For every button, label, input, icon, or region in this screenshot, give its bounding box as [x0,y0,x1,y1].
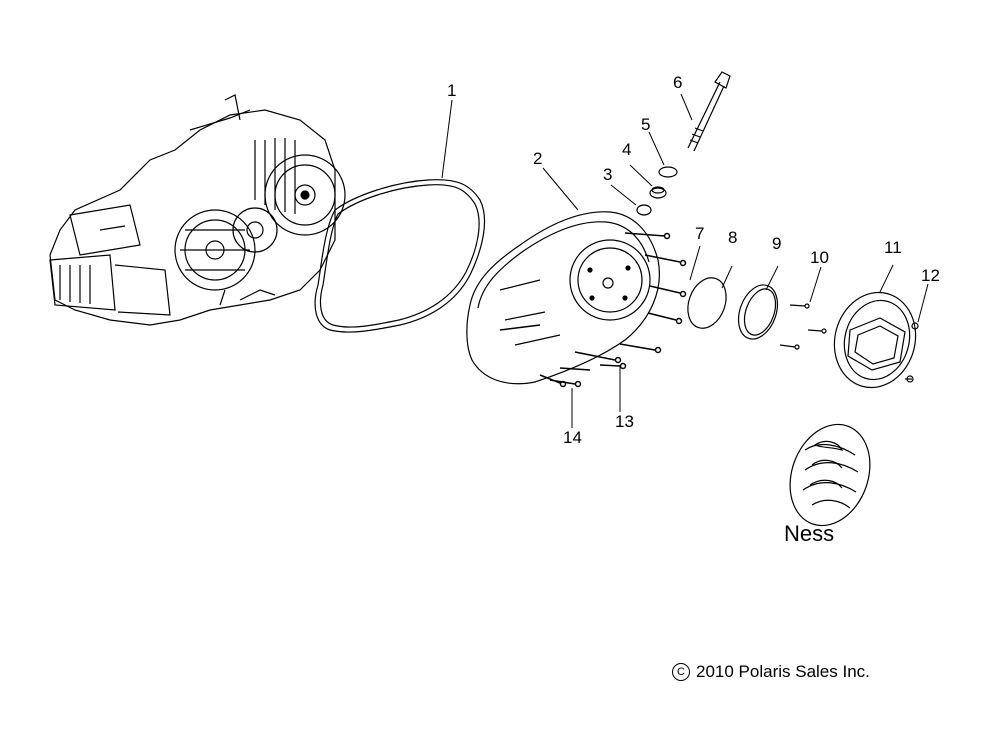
ness-cover [789,423,871,527]
leader-lines [441,93,929,428]
callout-12: 12 [921,266,940,285]
gasket [314,179,486,333]
derby-cover [833,291,917,389]
shaft [687,71,731,152]
callout-11: 11 [884,238,902,257]
callout-4: 4 [622,140,632,159]
screws [779,303,827,350]
plug [636,204,652,216]
callout-14: 14 [563,428,582,447]
o-ring [687,277,727,329]
callout-13: 13 [615,412,634,431]
clutch-cover [466,211,660,385]
ness-label: Ness [784,521,835,546]
bushing [658,166,678,178]
callout-3: 3 [603,165,613,184]
seal-ring [737,284,779,340]
callout-6: 6 [673,73,683,92]
copyright-notice: C 2010 Polaris Sales Inc. [672,662,870,682]
callout-8: 8 [728,228,738,247]
callout-2: 2 [533,149,543,168]
seal [649,186,667,199]
callout-7: 7 [695,224,705,243]
callout-5: 5 [641,115,651,134]
callout-9: 9 [772,234,782,253]
callout-10: 10 [810,248,829,267]
screw-small [911,322,919,330]
copyright-text: 2010 Polaris Sales Inc. [696,662,870,681]
copyright-symbol: C [672,663,690,681]
cover-bolts [499,232,687,388]
callout-1: 1 [447,81,457,100]
engine-assembly [49,94,346,326]
